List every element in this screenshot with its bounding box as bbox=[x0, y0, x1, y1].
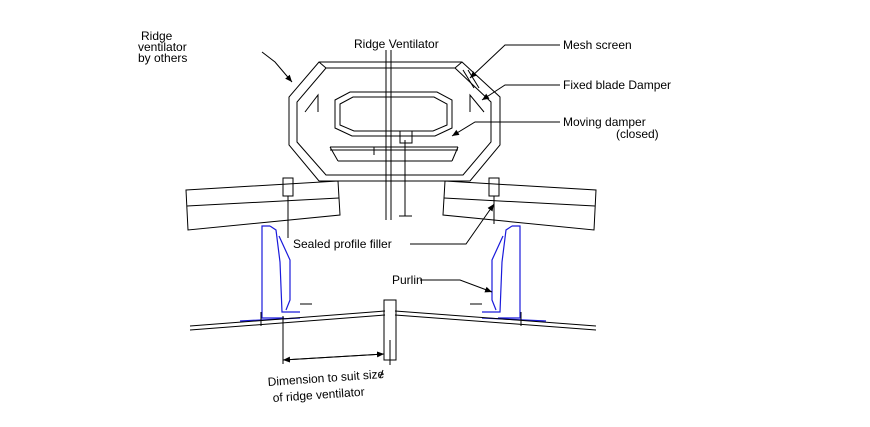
label-dimension-line1: Dimension to suit size bbox=[267, 367, 385, 389]
label-dimension-line2: of ridge ventilator bbox=[272, 385, 365, 405]
label-purlin: Purlin bbox=[392, 273, 423, 287]
label-moving-damper: Moving damper bbox=[563, 115, 646, 129]
roof-panel-left bbox=[185, 177, 341, 231]
label-fixed-blade-damper: Fixed blade Damper bbox=[563, 78, 671, 92]
roof-panel-right bbox=[442, 177, 597, 231]
dimension-line bbox=[282, 316, 385, 364]
lower-roof-sheet bbox=[189, 299, 597, 365]
label-ridge-by-others-line3: by others bbox=[138, 51, 187, 65]
label-mesh-screen: Mesh screen bbox=[563, 38, 632, 52]
moving-damper bbox=[329, 91, 459, 162]
label-moving-damper-closed: (closed) bbox=[616, 127, 659, 141]
diagram-title: Ridge Ventilator bbox=[354, 37, 439, 51]
fixed-blade-damper bbox=[304, 69, 485, 113]
label-ridge-by-others-line1: Ridge bbox=[141, 29, 173, 43]
purlin-right bbox=[470, 225, 547, 322]
leader-lines bbox=[261, 44, 560, 379]
central-spindle bbox=[380, 50, 412, 220]
label-ridge-by-others-line2: ventilator bbox=[138, 40, 187, 54]
ventilator-housing bbox=[288, 61, 501, 182]
label-sealed-profile-filler: Sealed profile filler bbox=[293, 237, 392, 251]
